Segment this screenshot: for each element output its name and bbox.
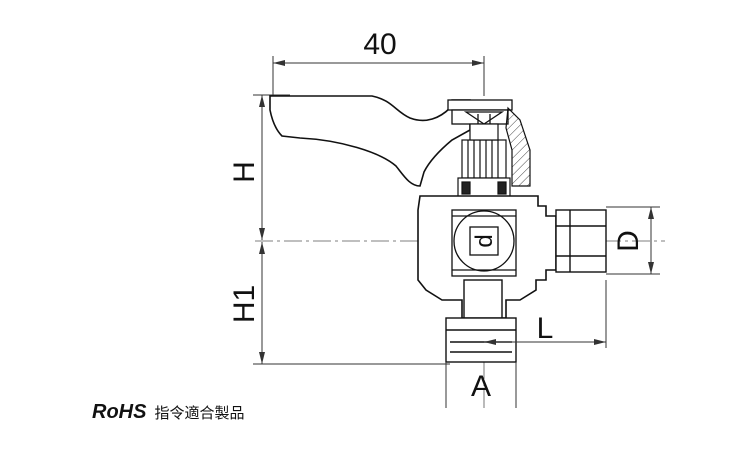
inlet-fitting: [445, 279, 517, 363]
bonnet-hatch: [505, 106, 531, 187]
dimension-D-label: D: [612, 230, 645, 252]
dimension-D: [606, 206, 660, 275]
valve-stem: [457, 123, 511, 199]
dimension-width-label: 40: [363, 28, 396, 61]
outlet-fitting: [555, 209, 607, 273]
dimension-d-label: d: [471, 234, 498, 247]
rohs-suffix: 指令適合製品: [154, 404, 244, 422]
rohs-note: RoHS 指令適合製品: [92, 401, 244, 423]
dimension-width-top: [272, 56, 485, 100]
dimension-H1-label: H1: [228, 285, 261, 323]
dimension-H1: [253, 242, 450, 365]
valve-ball: [451, 209, 517, 277]
valve-cap: [447, 99, 513, 125]
dimension-A: [445, 362, 517, 408]
dimension-L-label: L: [537, 312, 554, 345]
dimension-H: [253, 94, 290, 240]
dimension-H-label: H: [228, 161, 261, 183]
dimension-A-label: A: [471, 370, 491, 403]
valve-handle: [269, 95, 471, 187]
rohs-brand: RoHS: [92, 401, 147, 423]
dimension-L: [484, 280, 607, 348]
